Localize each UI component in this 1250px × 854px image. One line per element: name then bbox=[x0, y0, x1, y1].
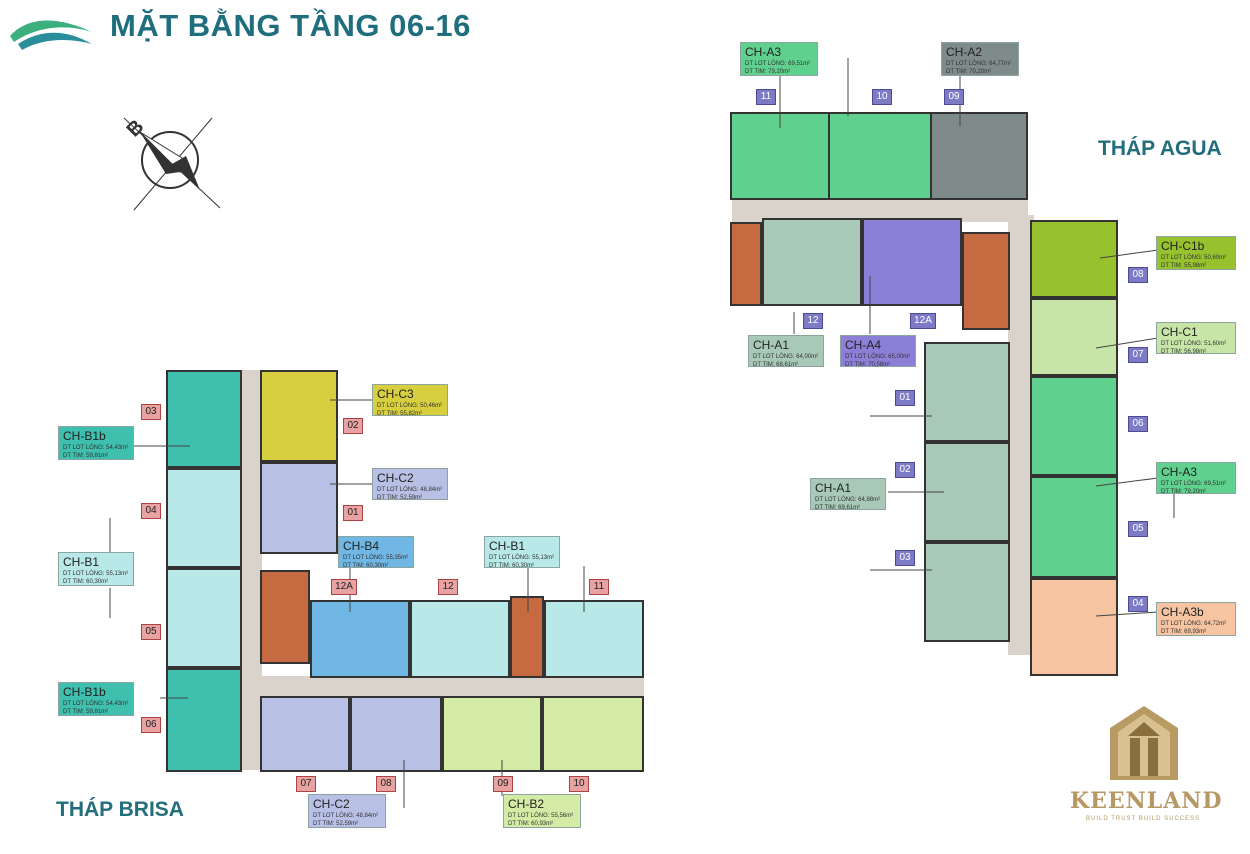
apt-a05[interactable] bbox=[1030, 476, 1118, 578]
num-agua[interactable]: 12 bbox=[803, 313, 823, 329]
apt-a01[interactable] bbox=[924, 342, 1010, 442]
num-brisa[interactable]: 05 bbox=[141, 624, 161, 640]
apt-b06[interactable] bbox=[166, 668, 242, 772]
num-agua[interactable]: 12A bbox=[910, 313, 936, 329]
brand-tagline: BUILD TRUST BUILD SUCCESS bbox=[1086, 816, 1201, 822]
num-brisa[interactable]: 02 bbox=[343, 418, 363, 434]
num-brisa[interactable]: 03 bbox=[141, 404, 161, 420]
num-agua[interactable]: 04 bbox=[1128, 596, 1148, 612]
page-title: MẶT BẰNG TẦNG 06-16 bbox=[110, 8, 471, 43]
apt-a09[interactable] bbox=[930, 112, 1028, 200]
num-agua[interactable]: 06 bbox=[1128, 416, 1148, 432]
num-agua[interactable]: 05 bbox=[1128, 521, 1148, 537]
num-brisa[interactable]: 10 bbox=[569, 776, 589, 792]
num-brisa[interactable]: 01 bbox=[343, 505, 363, 521]
wave-logo-icon bbox=[10, 20, 92, 50]
stair-b-left bbox=[260, 570, 310, 664]
stair-b-right bbox=[510, 596, 544, 678]
num-brisa[interactable]: 12 bbox=[438, 579, 458, 595]
num-brisa[interactable]: 11 bbox=[589, 579, 609, 595]
apt-b05[interactable] bbox=[166, 568, 242, 668]
apt-a08[interactable] bbox=[1030, 220, 1118, 298]
num-brisa[interactable]: 12A bbox=[331, 579, 357, 595]
num-brisa[interactable]: 09 bbox=[493, 776, 513, 792]
apt-b01[interactable] bbox=[260, 462, 338, 554]
apt-b09[interactable] bbox=[442, 696, 542, 772]
stair-a-left bbox=[730, 222, 762, 306]
apt-b03[interactable] bbox=[166, 370, 242, 468]
apt-b12[interactable] bbox=[410, 600, 510, 678]
brand-name: KEENLAND bbox=[1070, 788, 1223, 814]
num-agua[interactable]: 02 bbox=[895, 462, 915, 478]
apt-a12[interactable] bbox=[762, 218, 862, 306]
apt-b12a[interactable] bbox=[310, 600, 410, 678]
apt-a04[interactable] bbox=[1030, 578, 1118, 676]
num-agua[interactable]: 10 bbox=[872, 89, 892, 105]
apt-b07[interactable] bbox=[260, 696, 350, 772]
num-brisa[interactable]: 06 bbox=[141, 717, 161, 733]
num-brisa[interactable]: 08 bbox=[376, 776, 396, 792]
num-agua[interactable]: 09 bbox=[944, 89, 964, 105]
apt-b08[interactable] bbox=[350, 696, 442, 772]
num-brisa[interactable]: 07 bbox=[296, 776, 316, 792]
apt-b10[interactable] bbox=[542, 696, 644, 772]
compass-icon: B bbox=[123, 116, 221, 211]
num-agua[interactable]: 11 bbox=[756, 89, 776, 105]
apt-b02[interactable] bbox=[260, 370, 338, 462]
apt-a03[interactable] bbox=[924, 542, 1010, 642]
apt-a12a[interactable] bbox=[862, 218, 962, 306]
apt-a02[interactable] bbox=[924, 442, 1010, 542]
apt-a06[interactable] bbox=[1030, 376, 1118, 476]
apt-b04[interactable] bbox=[166, 468, 242, 568]
num-agua[interactable]: 07 bbox=[1128, 347, 1148, 363]
num-agua[interactable]: 03 bbox=[895, 550, 915, 566]
num-brisa[interactable]: 04 bbox=[141, 503, 161, 519]
keenland-logo-icon bbox=[1110, 706, 1178, 780]
apt-b11[interactable] bbox=[544, 600, 644, 678]
tower-brisa-label: THÁP BRISA bbox=[56, 798, 184, 821]
num-agua[interactable]: 08 bbox=[1128, 267, 1148, 283]
num-agua[interactable]: 01 bbox=[895, 390, 915, 406]
tower-agua-label: THÁP AGUA bbox=[1098, 137, 1222, 160]
stair-a-right bbox=[962, 232, 1010, 330]
apt-a07[interactable] bbox=[1030, 298, 1118, 376]
